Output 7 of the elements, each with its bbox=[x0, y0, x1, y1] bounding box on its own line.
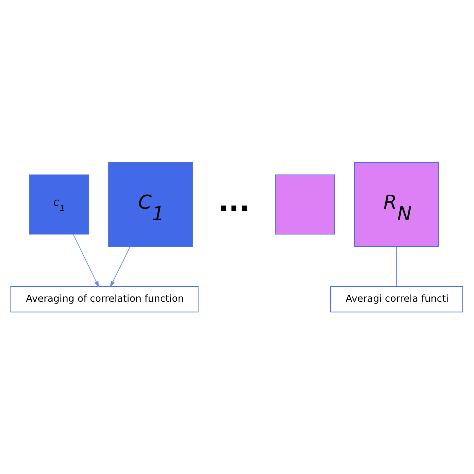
arrow bbox=[110, 246, 131, 288]
node-box bbox=[275, 174, 336, 234]
node-box: Averaging of correlation function bbox=[10, 286, 199, 312]
arrow bbox=[73, 234, 100, 288]
node-box: Averagi correla functi bbox=[330, 286, 464, 312]
connector bbox=[396, 246, 398, 286]
label: ... bbox=[218, 185, 250, 218]
